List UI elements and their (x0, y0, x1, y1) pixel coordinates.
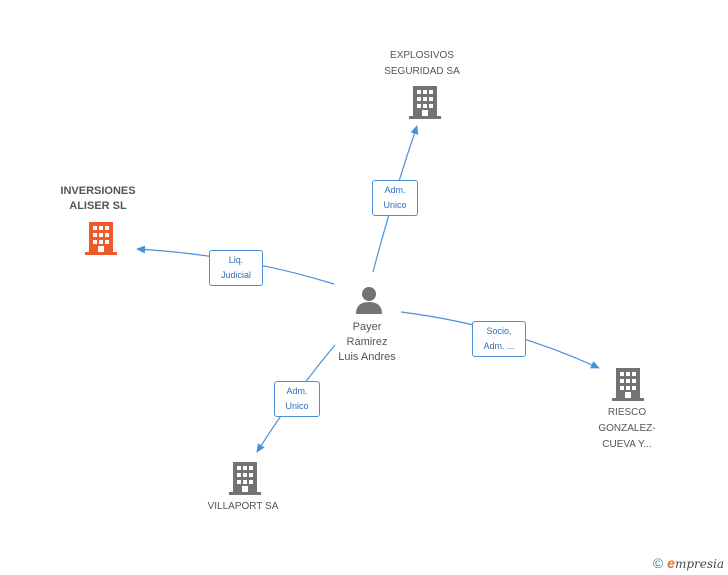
edge-label-line: Adm. (286, 386, 308, 396)
node-label-line: SEGURIDAD SA (384, 66, 460, 77)
building-icon-villaport[interactable] (229, 462, 261, 495)
edge-label-inversiones[interactable]: Liq. Judicial (209, 250, 263, 286)
node-label-line: INVERSIONES (60, 185, 136, 197)
node-label-explosivos[interactable]: EXPLOSIVOS SEGURIDAD SA (362, 48, 482, 80)
brand-logo: empresia (667, 555, 724, 571)
edge-label-villaport[interactable]: Adm. Unico (274, 381, 320, 417)
edge-label-line: Unico (285, 401, 309, 411)
person-icon[interactable] (356, 287, 382, 314)
brand-initial: e (667, 555, 675, 571)
edge-label-riesco[interactable]: Socio, Adm. ... (472, 321, 526, 357)
node-label-line: CUEVA Y... (602, 439, 652, 450)
node-label-line: ALISER SL (69, 200, 127, 212)
node-label-riesco[interactable]: RIESCO GONZALEZ- CUEVA Y... (567, 405, 687, 453)
footer-brand: © empresia (653, 555, 724, 571)
brand-name: mpresia (674, 557, 724, 571)
edge-label-explosivos[interactable]: Adm. Unico (372, 180, 418, 216)
node-label-line: GONZALEZ- (598, 423, 656, 434)
building-icon-inversiones[interactable] (85, 222, 117, 255)
copyright-icon: © (652, 555, 664, 571)
edge-label-line: Adm. (384, 185, 406, 195)
node-label-center[interactable]: Payer Ramirez Luis Andres (307, 320, 427, 365)
node-label-villaport[interactable]: VILLAPORT SA (183, 499, 303, 515)
node-label-inversiones[interactable]: INVERSIONES ALISER SL (38, 184, 158, 214)
node-label-line: Payer (352, 321, 382, 333)
building-icon-explosivos[interactable] (409, 86, 441, 119)
node-label-line: RIESCO (607, 407, 647, 418)
edge-label-line: Liq. (228, 255, 244, 265)
node-label-line: Ramirez (346, 336, 388, 348)
node-label-line: VILLAPORT SA (207, 501, 279, 512)
edge-label-line: Unico (383, 200, 407, 210)
edge-label-line: Socio, (486, 326, 512, 336)
node-label-line: EXPLOSIVOS (390, 50, 454, 61)
node-label-line: Luis Andres (338, 351, 396, 363)
edge-label-line: Judicial (220, 270, 251, 280)
building-icon-riesco[interactable] (612, 368, 644, 401)
edge-label-line: Adm. ... (483, 341, 515, 351)
